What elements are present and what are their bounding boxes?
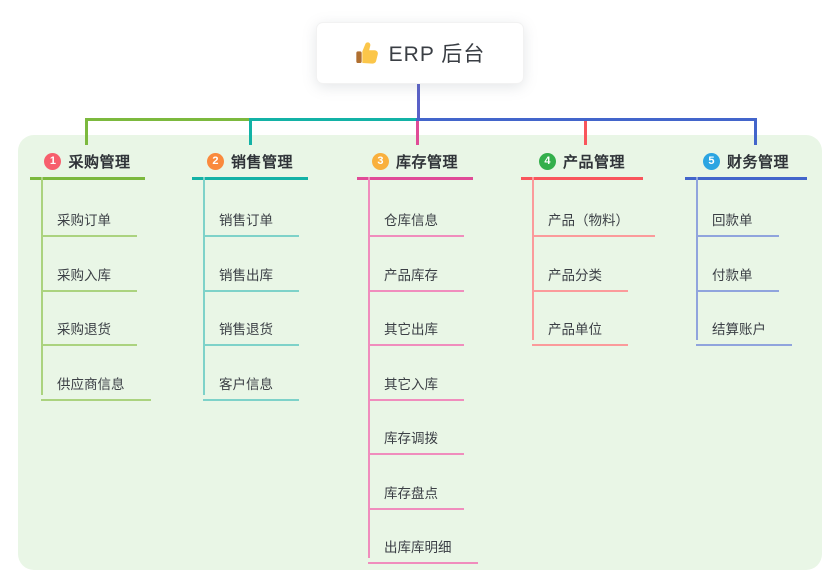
branch-node[interactable]: 1 采购管理 bbox=[30, 146, 145, 180]
branch-index-badge: 5 bbox=[702, 153, 720, 170]
child-node[interactable]: 产品分类 bbox=[532, 258, 628, 292]
branch-node-label: 库存管理 bbox=[395, 154, 458, 171]
child-node-label: 其它入库 bbox=[384, 376, 438, 392]
child-node-label: 库存调拨 bbox=[384, 431, 438, 446]
branch-node-label: 产品管理 bbox=[562, 154, 625, 171]
child-node[interactable]: 销售退货 bbox=[203, 312, 299, 346]
child-node-label: 库存盘点 bbox=[384, 485, 438, 501]
bus-line-left bbox=[85, 118, 252, 121]
root-connector-line bbox=[416, 82, 420, 119]
child-node[interactable]: 其它出库 bbox=[368, 312, 464, 346]
child-node-label: 仓库信息 bbox=[384, 213, 438, 228]
child-node-label: 采购订单 bbox=[57, 213, 111, 228]
child-node-label: 采购入库 bbox=[57, 267, 111, 283]
child-node[interactable]: 采购入库 bbox=[41, 258, 137, 292]
branch-index-badge: 4 bbox=[538, 153, 556, 170]
branch-spine-line bbox=[41, 177, 43, 395]
branch-node[interactable]: 2 销售管理 bbox=[192, 146, 308, 180]
child-node[interactable]: 销售订单 bbox=[203, 203, 299, 237]
child-node-label: 回款单 bbox=[712, 213, 753, 228]
branch-index-badge: 3 bbox=[371, 153, 389, 170]
child-node-label: 结算账户 bbox=[712, 322, 766, 337]
child-node[interactable]: 供应商信息 bbox=[41, 367, 151, 401]
branch-index-badge: 1 bbox=[44, 153, 62, 170]
root-node[interactable]: ERP 后台 bbox=[316, 22, 524, 84]
child-node[interactable]: 其它入库 bbox=[368, 367, 464, 401]
bus-line-right bbox=[416, 118, 757, 121]
branch-node[interactable]: 3 库存管理 bbox=[357, 146, 473, 180]
child-node-label: 销售订单 bbox=[219, 213, 273, 228]
child-node[interactable]: 回款单 bbox=[696, 203, 779, 237]
child-node[interactable]: 采购退货 bbox=[41, 312, 137, 346]
child-node-label: 销售出库 bbox=[219, 267, 273, 283]
child-node-label: 供应商信息 bbox=[57, 376, 125, 392]
child-node[interactable]: 付款单 bbox=[696, 258, 779, 292]
branch-connector-line bbox=[754, 118, 757, 145]
branch-node-label: 销售管理 bbox=[230, 154, 293, 171]
root-node-label: ERP 后台 bbox=[388, 43, 486, 66]
branch-spine-line bbox=[203, 177, 205, 395]
child-node[interactable]: 库存盘点 bbox=[368, 476, 464, 510]
branch-node-label: 财务管理 bbox=[726, 154, 789, 171]
branch-index-badge: 2 bbox=[206, 153, 224, 170]
branch-spine-line bbox=[368, 177, 370, 558]
child-node-label: 产品单位 bbox=[548, 322, 602, 337]
child-node[interactable]: 产品库存 bbox=[368, 258, 464, 292]
branch-node-label: 采购管理 bbox=[68, 154, 131, 171]
child-node[interactable]: 仓库信息 bbox=[368, 203, 464, 237]
branch-node[interactable]: 5 财务管理 bbox=[685, 146, 807, 180]
branch-connector-line bbox=[249, 118, 252, 145]
child-node-label: 采购退货 bbox=[57, 322, 111, 337]
branch-connector-line bbox=[584, 118, 587, 145]
child-node[interactable]: 结算账户 bbox=[696, 312, 792, 346]
child-node[interactable]: 出库库明细 bbox=[368, 530, 478, 564]
branch-spine-line bbox=[696, 177, 698, 340]
branches-panel-background bbox=[18, 135, 822, 570]
child-node-label: 付款单 bbox=[712, 267, 753, 283]
thumbs-up-icon bbox=[355, 41, 379, 65]
child-node[interactable]: 产品（物料） bbox=[532, 203, 655, 237]
child-node[interactable]: 客户信息 bbox=[203, 367, 299, 401]
branch-node[interactable]: 4 产品管理 bbox=[521, 146, 643, 180]
child-node-label: 产品库存 bbox=[384, 267, 438, 283]
child-node-label: 产品分类 bbox=[548, 267, 602, 283]
child-node-label: 产品（物料） bbox=[548, 213, 629, 228]
child-node-label: 销售退货 bbox=[219, 322, 273, 337]
child-node[interactable]: 销售出库 bbox=[203, 258, 299, 292]
branch-connector-line bbox=[416, 118, 419, 145]
branch-connector-line bbox=[85, 118, 88, 145]
child-node[interactable]: 产品单位 bbox=[532, 312, 628, 346]
child-node[interactable]: 采购订单 bbox=[41, 203, 137, 237]
child-node[interactable]: 库存调拨 bbox=[368, 421, 464, 455]
child-node-label: 客户信息 bbox=[219, 376, 273, 392]
child-node-label: 出库库明细 bbox=[384, 540, 452, 555]
bus-line-middle bbox=[249, 118, 419, 121]
branch-spine-line bbox=[532, 177, 534, 340]
child-node-label: 其它出库 bbox=[384, 322, 438, 337]
